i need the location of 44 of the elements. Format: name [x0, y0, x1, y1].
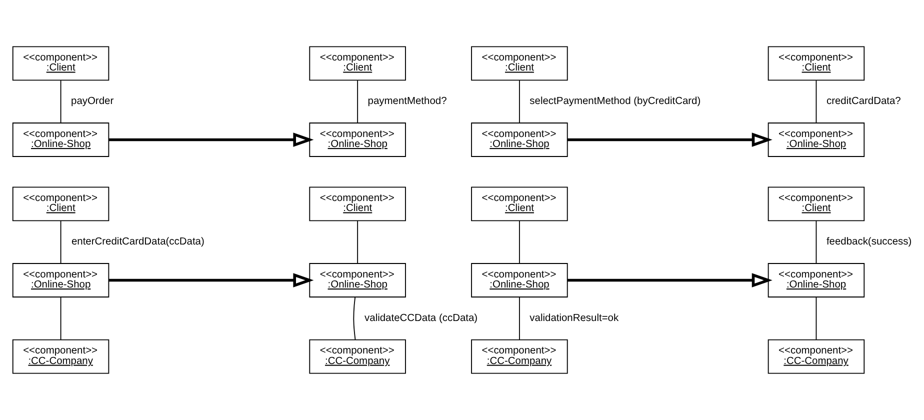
edge-label: enterCreditCardData(ccData) — [71, 236, 204, 248]
node-box: <<component>> :CC-Company — [471, 339, 568, 374]
node-box: <<component>> :Online-Shop — [309, 263, 406, 298]
edge-label: validationResult=ok — [530, 312, 619, 324]
connector — [60, 80, 62, 124]
connector — [816, 296, 817, 340]
node-box: <<component>> :Online-Shop — [12, 263, 110, 298]
node-box: <<component>> :Client — [768, 46, 865, 81]
connector — [816, 220, 817, 264]
connector — [518, 80, 520, 124]
connector — [816, 80, 817, 124]
edge-label: creditCardData? — [826, 96, 901, 108]
node-box: <<component>> :Online-Shop — [12, 122, 110, 157]
connector — [357, 220, 358, 264]
connector — [518, 220, 520, 264]
node-box: <<component>> :Client — [309, 46, 406, 81]
node-box: <<component>> :Client — [12, 46, 110, 81]
edge-label: validateCCData (ccData) — [364, 312, 478, 324]
node-box: <<component>> :Client — [768, 186, 865, 222]
node-box: <<component>> :CC-Company — [309, 339, 406, 374]
connector — [357, 80, 358, 124]
node-box: <<component>> :Client — [12, 186, 110, 222]
connector — [60, 220, 62, 264]
node-box: <<component>> :Online-Shop — [768, 122, 865, 157]
node-box: <<component>> :CC-Company — [12, 339, 110, 374]
edge-label: feedback(success) — [826, 236, 912, 248]
node-box: <<component>> :Online-Shop — [471, 263, 568, 298]
edge-label: selectPaymentMethod (byCreditCard) — [530, 96, 701, 108]
connector — [60, 296, 62, 340]
arrow — [108, 132, 314, 147]
edge-label: payOrder — [71, 96, 114, 108]
node-box: <<component>> :Online-Shop — [309, 122, 406, 157]
node-box: <<component>> :Client — [309, 186, 406, 222]
node-box: <<component>> :Client — [471, 46, 568, 81]
node-box: <<component>> :CC-Company — [768, 339, 865, 374]
arrow — [568, 273, 772, 288]
node-box: <<component>> :Online-Shop — [768, 263, 865, 298]
node-box: <<component>> :Client — [471, 186, 568, 222]
arrow — [568, 132, 772, 147]
node-box: <<component>> :Online-Shop — [471, 122, 568, 157]
connector — [353, 296, 356, 340]
connector — [518, 296, 520, 340]
arrow — [108, 273, 314, 288]
edge-label: paymentMethod? — [368, 96, 447, 108]
